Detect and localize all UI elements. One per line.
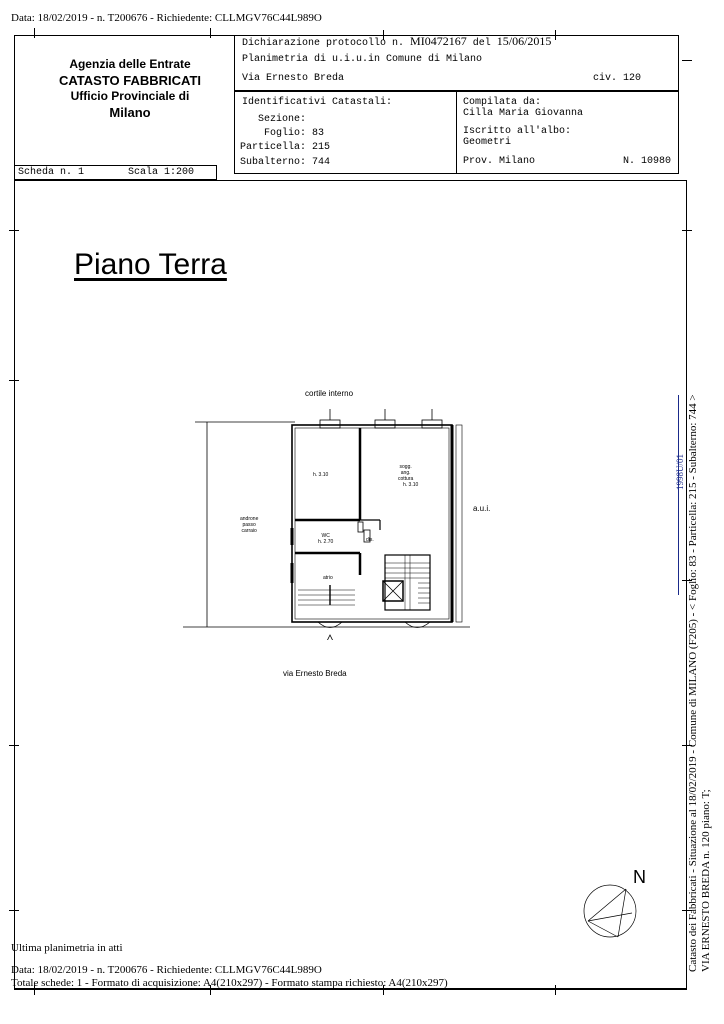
tick-mark — [682, 910, 692, 911]
identifiers-divider — [456, 91, 457, 174]
scheda-box — [14, 165, 217, 180]
wc-label: WC h. 2.70 — [318, 533, 334, 545]
tick-mark — [682, 230, 692, 231]
stamp-line — [678, 395, 679, 595]
plan-municipality-line: Planimetria di u.i.u.in Comune di Milano — [242, 54, 483, 65]
tick-mark — [383, 985, 384, 995]
scale: Scala 1:200 — [128, 167, 195, 178]
catasto-title: CATASTO FABBRICATI — [58, 73, 202, 88]
foglio: Foglio: 83 — [264, 128, 325, 139]
tick-mark — [34, 985, 35, 995]
registration-number: N. 10980 — [623, 156, 672, 167]
compiler-label: Compilata da: — [463, 97, 542, 108]
civic-number: civ. 120 — [593, 73, 642, 84]
aui-label: a.u.i. — [473, 504, 491, 513]
drawing-frame — [14, 180, 687, 989]
side-info: Catasto dei Fabbricati - Situazione al 1… — [687, 394, 713, 972]
footer-format-line: Totale schede: 1 - Formato di acquisizio… — [11, 977, 448, 989]
tick-mark — [682, 580, 692, 581]
compass-icon — [583, 884, 637, 938]
atrio-label: atrio — [323, 575, 333, 581]
last-plan-note: Ultima planimetria in atti — [11, 942, 123, 954]
protocol-line: Dichiarazione protocollo n. MI0472167 de… — [242, 34, 552, 49]
footer-request-line: Data: 18/02/2019 - n. T200676 - Richiede… — [11, 964, 322, 976]
subalterno: Subalterno: 744 — [240, 157, 331, 168]
office-city: Milano — [109, 105, 151, 120]
agency-block: Agenzia delle Entrate CATASTO FABBRICATI… — [40, 57, 220, 121]
sezione: Sezione: — [258, 114, 307, 125]
frame-top-left — [14, 35, 234, 36]
province: Prov. Milano — [463, 156, 536, 167]
tick-mark — [210, 985, 211, 995]
room2-labels: sogg. ang. cottura h. 3.10 — [398, 464, 419, 488]
identifiers-title: Identificativi Catastali: — [242, 97, 393, 108]
tick-mark — [555, 985, 556, 995]
particella: Particella: 215 — [240, 142, 331, 153]
top-request-line: Data: 18/02/2019 - n. T200676 - Richiede… — [11, 12, 322, 24]
tick-mark — [210, 28, 211, 38]
side-info-line2: VIA ERNESTO BREDA n. 120 piano: T; — [700, 789, 712, 972]
declaration-box — [234, 35, 679, 91]
floor-title: Piano Terra — [74, 248, 227, 281]
side-info-line1: Catasto dei Fabbricati - Situazione al 1… — [687, 394, 699, 972]
tick-mark — [34, 28, 35, 38]
albo-value: Geometri — [463, 137, 512, 148]
dis-label: dis. — [366, 537, 374, 543]
stamp-text: 1998U/01 — [675, 454, 685, 490]
agency-name: Agenzia delle Entrate — [69, 57, 191, 71]
frame-bottom — [14, 989, 687, 990]
androne-label: androne passo carraio — [240, 516, 259, 534]
tick-mark — [682, 745, 692, 746]
room1-height: h. 3.10 — [313, 472, 329, 478]
tick-mark — [682, 60, 692, 61]
office-label: Ufficio Provinciale di — [70, 89, 190, 103]
address-line: Via Ernesto Breda — [242, 73, 345, 84]
floor-plan — [183, 409, 470, 640]
scheda-number: Scheda n. 1 — [18, 167, 85, 178]
courtyard-label: cortile interno — [305, 389, 354, 398]
albo-label: Iscritto all'albo: — [463, 126, 572, 137]
street-label: via Ernesto Breda — [283, 669, 347, 678]
compiler-name: Cilla Maria Giovanna — [463, 108, 584, 119]
north-label: N — [633, 867, 646, 887]
